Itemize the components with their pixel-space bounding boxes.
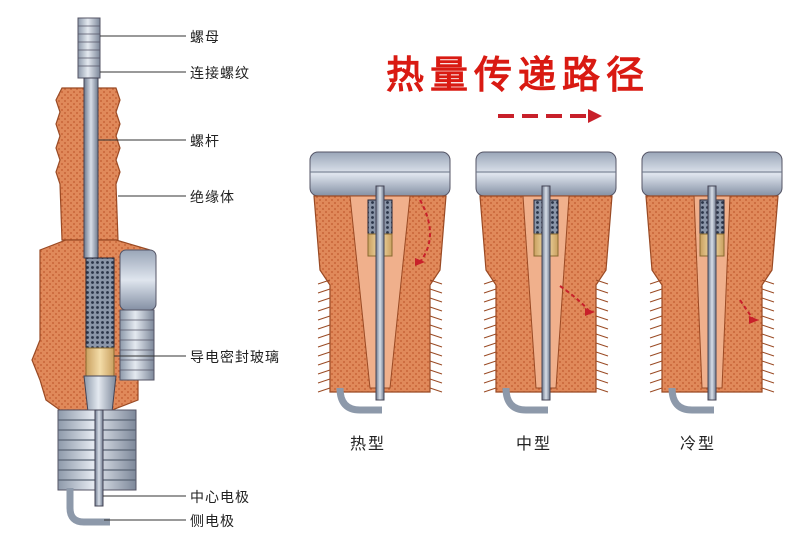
terminal-nut-shape: [77, 17, 101, 79]
cutaway-medium: [475, 151, 617, 414]
label-thread: 连接螺纹: [190, 66, 250, 82]
heat-path-arrowhead: [585, 308, 595, 316]
label-glass-seal: 导电密封玻璃: [190, 350, 280, 366]
diagram-title: 热量传递路径: [386, 52, 651, 97]
caption-cold-type: 冷型: [680, 434, 717, 453]
caption-hot-type: 热型: [350, 434, 387, 453]
leader-lines: [98, 35, 186, 521]
label-center-electrode: 中心电极: [190, 490, 250, 506]
screw-rod-shape: [83, 77, 99, 259]
label-insulator: 绝缘体: [190, 190, 235, 206]
heat-direction-arrow: [498, 109, 602, 123]
side-electrode-shape: [66, 488, 110, 526]
glass-seal-shape: [85, 347, 115, 377]
label-nut: 螺母: [190, 30, 220, 46]
label-side-electrode: 侧电极: [190, 514, 235, 530]
cutaway-cold: [641, 151, 783, 414]
heat-path-arrow: [419, 199, 431, 263]
heat-path-arrowhead: [415, 258, 425, 266]
heat-path-arrowhead: [749, 316, 759, 324]
label-screw: 螺杆: [190, 134, 220, 150]
caption-medium-type: 中型: [516, 434, 553, 453]
resistor-mesh-shape: [85, 257, 115, 349]
center-electrode-shape: [94, 409, 104, 507]
type-cutaways: [309, 151, 783, 414]
spark-plug-section: [31, 17, 157, 526]
cutaway-hot: [309, 151, 451, 414]
hex-shape: [119, 249, 157, 311]
